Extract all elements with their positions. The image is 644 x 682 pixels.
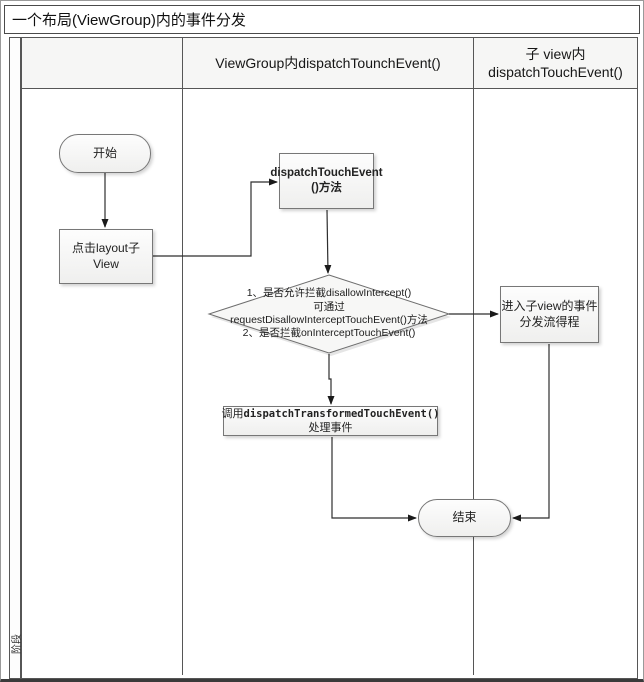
swimlane-header-child-view-line1: 子 view内 xyxy=(525,45,586,62)
decision-intercept-text: 1、是否允许拦截disallowIntercept() 可通过 requestD… xyxy=(207,281,451,347)
transformed-prefix: 调用 xyxy=(221,407,244,420)
end-node: 结束 xyxy=(418,499,511,537)
transformed-code: dispatchTransformedTouchEvent() xyxy=(243,407,440,420)
decision-line4: 2、是否拦截onInterceptTouchEvent() xyxy=(242,327,416,340)
process-dispatch-transformed: 调用dispatchTransformedTouchEvent() 处理事件 xyxy=(222,406,440,436)
phase-strip: 阶段 xyxy=(9,37,23,679)
decision-line1: 1、是否允许拦截disallowIntercept() xyxy=(246,287,412,300)
process-dispatch-touch-event: dispatchTouchEvent ()方法 xyxy=(270,153,383,209)
end-node-label: 结束 xyxy=(452,510,477,525)
process-child-dispatch: 进入子view的事件 分发流得程 xyxy=(500,286,599,343)
lane-divider-1 xyxy=(182,89,183,675)
process-dispatch-touch-event-line1: dispatchTouchEvent xyxy=(270,167,383,180)
decision-line2: 可通过 xyxy=(313,300,345,313)
process-child-dispatch-line1: 进入子view的事件 xyxy=(501,298,598,313)
process-click-layout: 点击layout子View xyxy=(59,229,153,284)
diagram-title-band: 一个布局(ViewGroup)内的事件分发 xyxy=(4,5,640,34)
lane-divider-2 xyxy=(473,89,474,675)
start-node: 开始 xyxy=(59,134,151,173)
decision-line3: requestDisallowInterceptTouchEvent()方法 xyxy=(230,314,428,326)
swimlane-header-child-view: 子 view内 dispatchTouchEvent() xyxy=(474,38,637,88)
process-dispatch-transformed-line2: 处理事件 xyxy=(308,422,353,435)
process-dispatch-transformed-line1: 调用dispatchTransformedTouchEvent() xyxy=(222,407,440,422)
phase-label: 阶段 xyxy=(11,634,23,654)
process-child-dispatch-line2: 分发流得程 xyxy=(519,314,580,329)
start-node-label: 开始 xyxy=(92,145,117,160)
process-click-layout-label: 点击layout子View xyxy=(71,240,141,271)
swimlane-header-row: ViewGroup内dispatchTounchEvent() 子 view内 … xyxy=(21,37,638,89)
swimlane-header-stage xyxy=(22,38,183,88)
swimlane-header-child-view-line2: dispatchTouchEvent() xyxy=(488,64,623,80)
swimlane-header-viewgroup: ViewGroup内dispatchTounchEvent() xyxy=(183,38,474,88)
process-dispatch-touch-event-line2: ()方法 xyxy=(311,182,342,194)
diagram-title: 一个布局(ViewGroup)内的事件分发 xyxy=(12,12,246,29)
swimlane-header-viewgroup-label: ViewGroup内dispatchTounchEvent() xyxy=(215,54,441,71)
